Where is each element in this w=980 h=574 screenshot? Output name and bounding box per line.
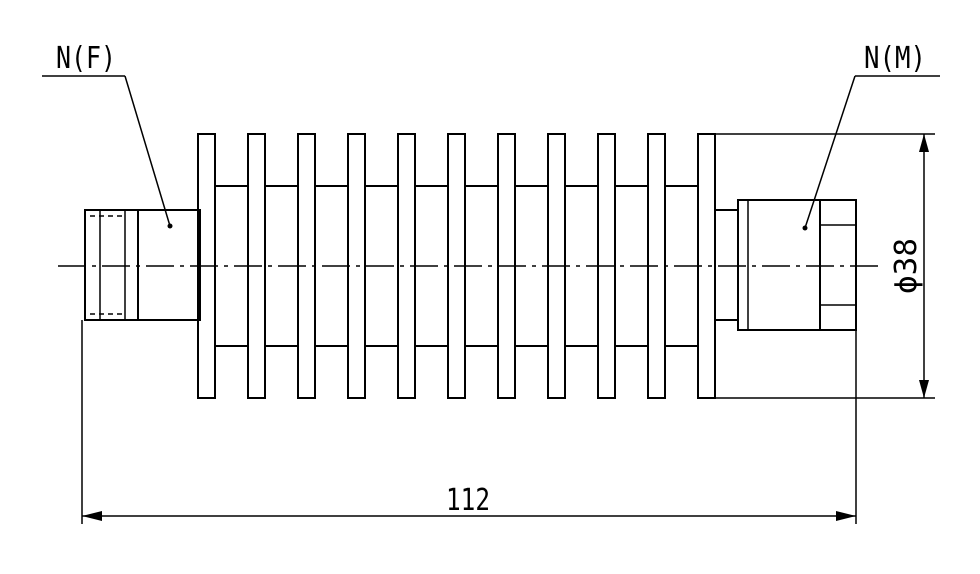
left-connector-label: N(F) [56, 41, 116, 76]
right-connector-leader [802, 75, 940, 231]
length-dimension [81, 320, 857, 524]
left-connector-leader [42, 75, 173, 229]
right-connector-nut [819, 199, 857, 331]
right-connector-nm [714, 199, 857, 331]
heatsink-body [197, 133, 716, 399]
right-connector-label: N(M) [864, 41, 926, 76]
length-label: 112 [446, 483, 490, 518]
left-connector-nut [84, 209, 139, 321]
left-connector-nf [84, 209, 201, 321]
heatsink-fins [197, 133, 716, 399]
diameter-dimension [715, 133, 935, 399]
right-connector-neck [714, 209, 739, 321]
diameter-label: ϕ38 [889, 238, 924, 294]
